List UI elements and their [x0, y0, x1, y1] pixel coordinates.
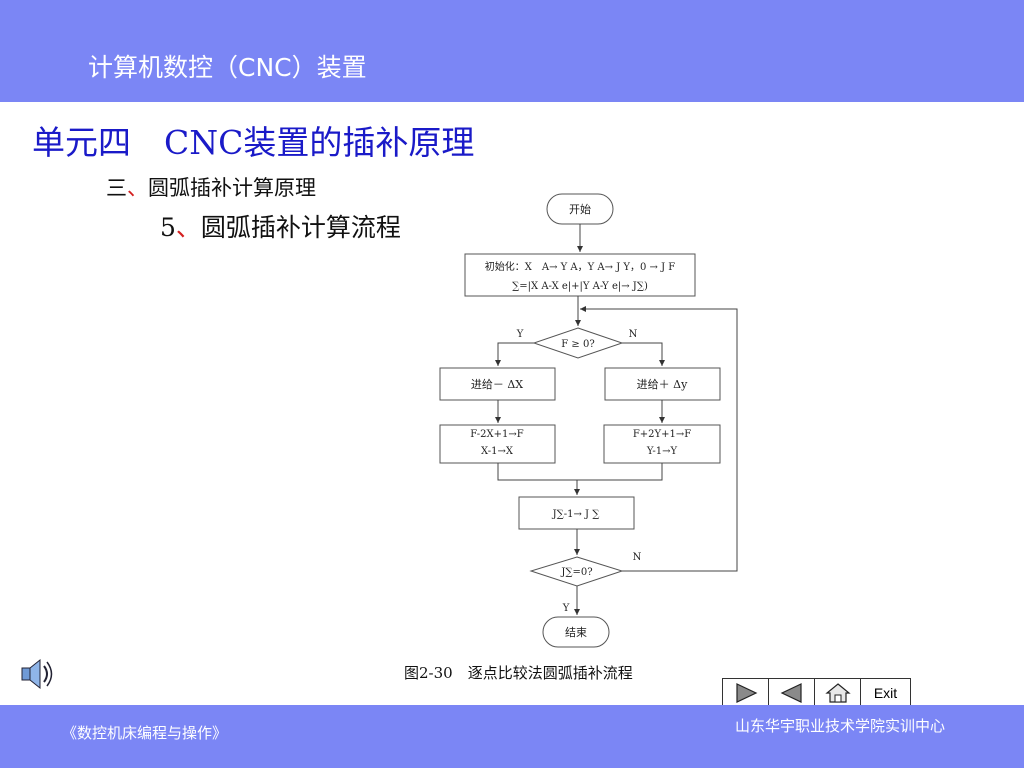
section-separator: 、	[127, 176, 148, 200]
init-process	[464, 253, 696, 297]
play-right-icon	[735, 683, 757, 703]
subsection-title: 圆弧插补计算流程	[200, 213, 401, 242]
step-left	[439, 367, 556, 401]
decision-f	[532, 327, 624, 359]
step-right	[604, 367, 721, 401]
exit-button[interactable]: Exit	[873, 685, 898, 701]
flowchart: 开始 初始化：X A→ Y A，Y A→ J Y，0 → J F ∑=|X A-…	[439, 193, 738, 648]
counter-process	[518, 496, 635, 530]
no-label-2: N	[633, 552, 642, 563]
home-button[interactable]	[815, 679, 861, 707]
calc-right	[603, 424, 721, 464]
next-button[interactable]	[723, 679, 769, 707]
calc-right-line1: F+2Y+1→F	[633, 429, 691, 440]
decision-f-label: F ≥ 0?	[561, 339, 594, 350]
unit-title: 单元四 CNC装置的插补原理	[32, 123, 475, 162]
section-number: 三	[106, 176, 127, 200]
subsection-heading: 5、圆弧插补计算流程	[160, 208, 401, 244]
figure-caption: 图2-30 逐点比较法圆弧插补流程	[404, 664, 633, 682]
no-label-1: N	[629, 329, 638, 340]
end-label: 结束	[565, 626, 587, 639]
previous-button[interactable]	[769, 679, 815, 707]
init-line2: ∑=|X A-X e|+|Y A-Y e|→ J∑)	[512, 281, 648, 292]
calc-right-line2: Y-1→Y	[646, 446, 678, 457]
section-title: 圆弧插补计算原理	[148, 176, 316, 200]
footer-book-title: 《数控机床编程与操作》	[62, 724, 228, 742]
end-terminal	[542, 616, 610, 648]
header-bar: 计算机数控（CNC）装置	[0, 0, 1024, 102]
init-line1: 初始化：X A→ Y A，Y A→ J Y，0 → J F	[485, 260, 676, 273]
section-heading: 三、圆弧插补计算原理	[106, 172, 316, 202]
decision-j-label: J∑=0?	[560, 567, 592, 578]
calc-left-line2: X-1→X	[481, 446, 514, 457]
step-left-label: 进给－ ΔX	[471, 378, 523, 391]
subsection-separator: 、	[175, 213, 201, 242]
footer-organization: 山东华宇职业技术学院实训中心	[735, 717, 946, 735]
home-icon	[824, 683, 851, 703]
counter-label: J∑-1→ J ∑	[552, 509, 601, 520]
yes-label-2: Y	[562, 603, 570, 614]
start-label: 开始	[569, 202, 591, 216]
speaker-icon[interactable]	[16, 656, 56, 692]
play-left-icon	[780, 683, 802, 703]
calc-left-line1: F-2X+1→F	[470, 429, 523, 440]
header-title: 计算机数控（CNC）装置	[88, 53, 367, 82]
yes-label-1: Y	[516, 329, 524, 340]
subsection-number: 5	[160, 213, 176, 242]
step-right-label: 进给＋ Δy	[637, 378, 688, 391]
slide-navigation: Exit	[722, 678, 911, 708]
footer-bar: 《数控机床编程与操作》 山东华宇职业技术学院实训中心	[0, 705, 1024, 768]
